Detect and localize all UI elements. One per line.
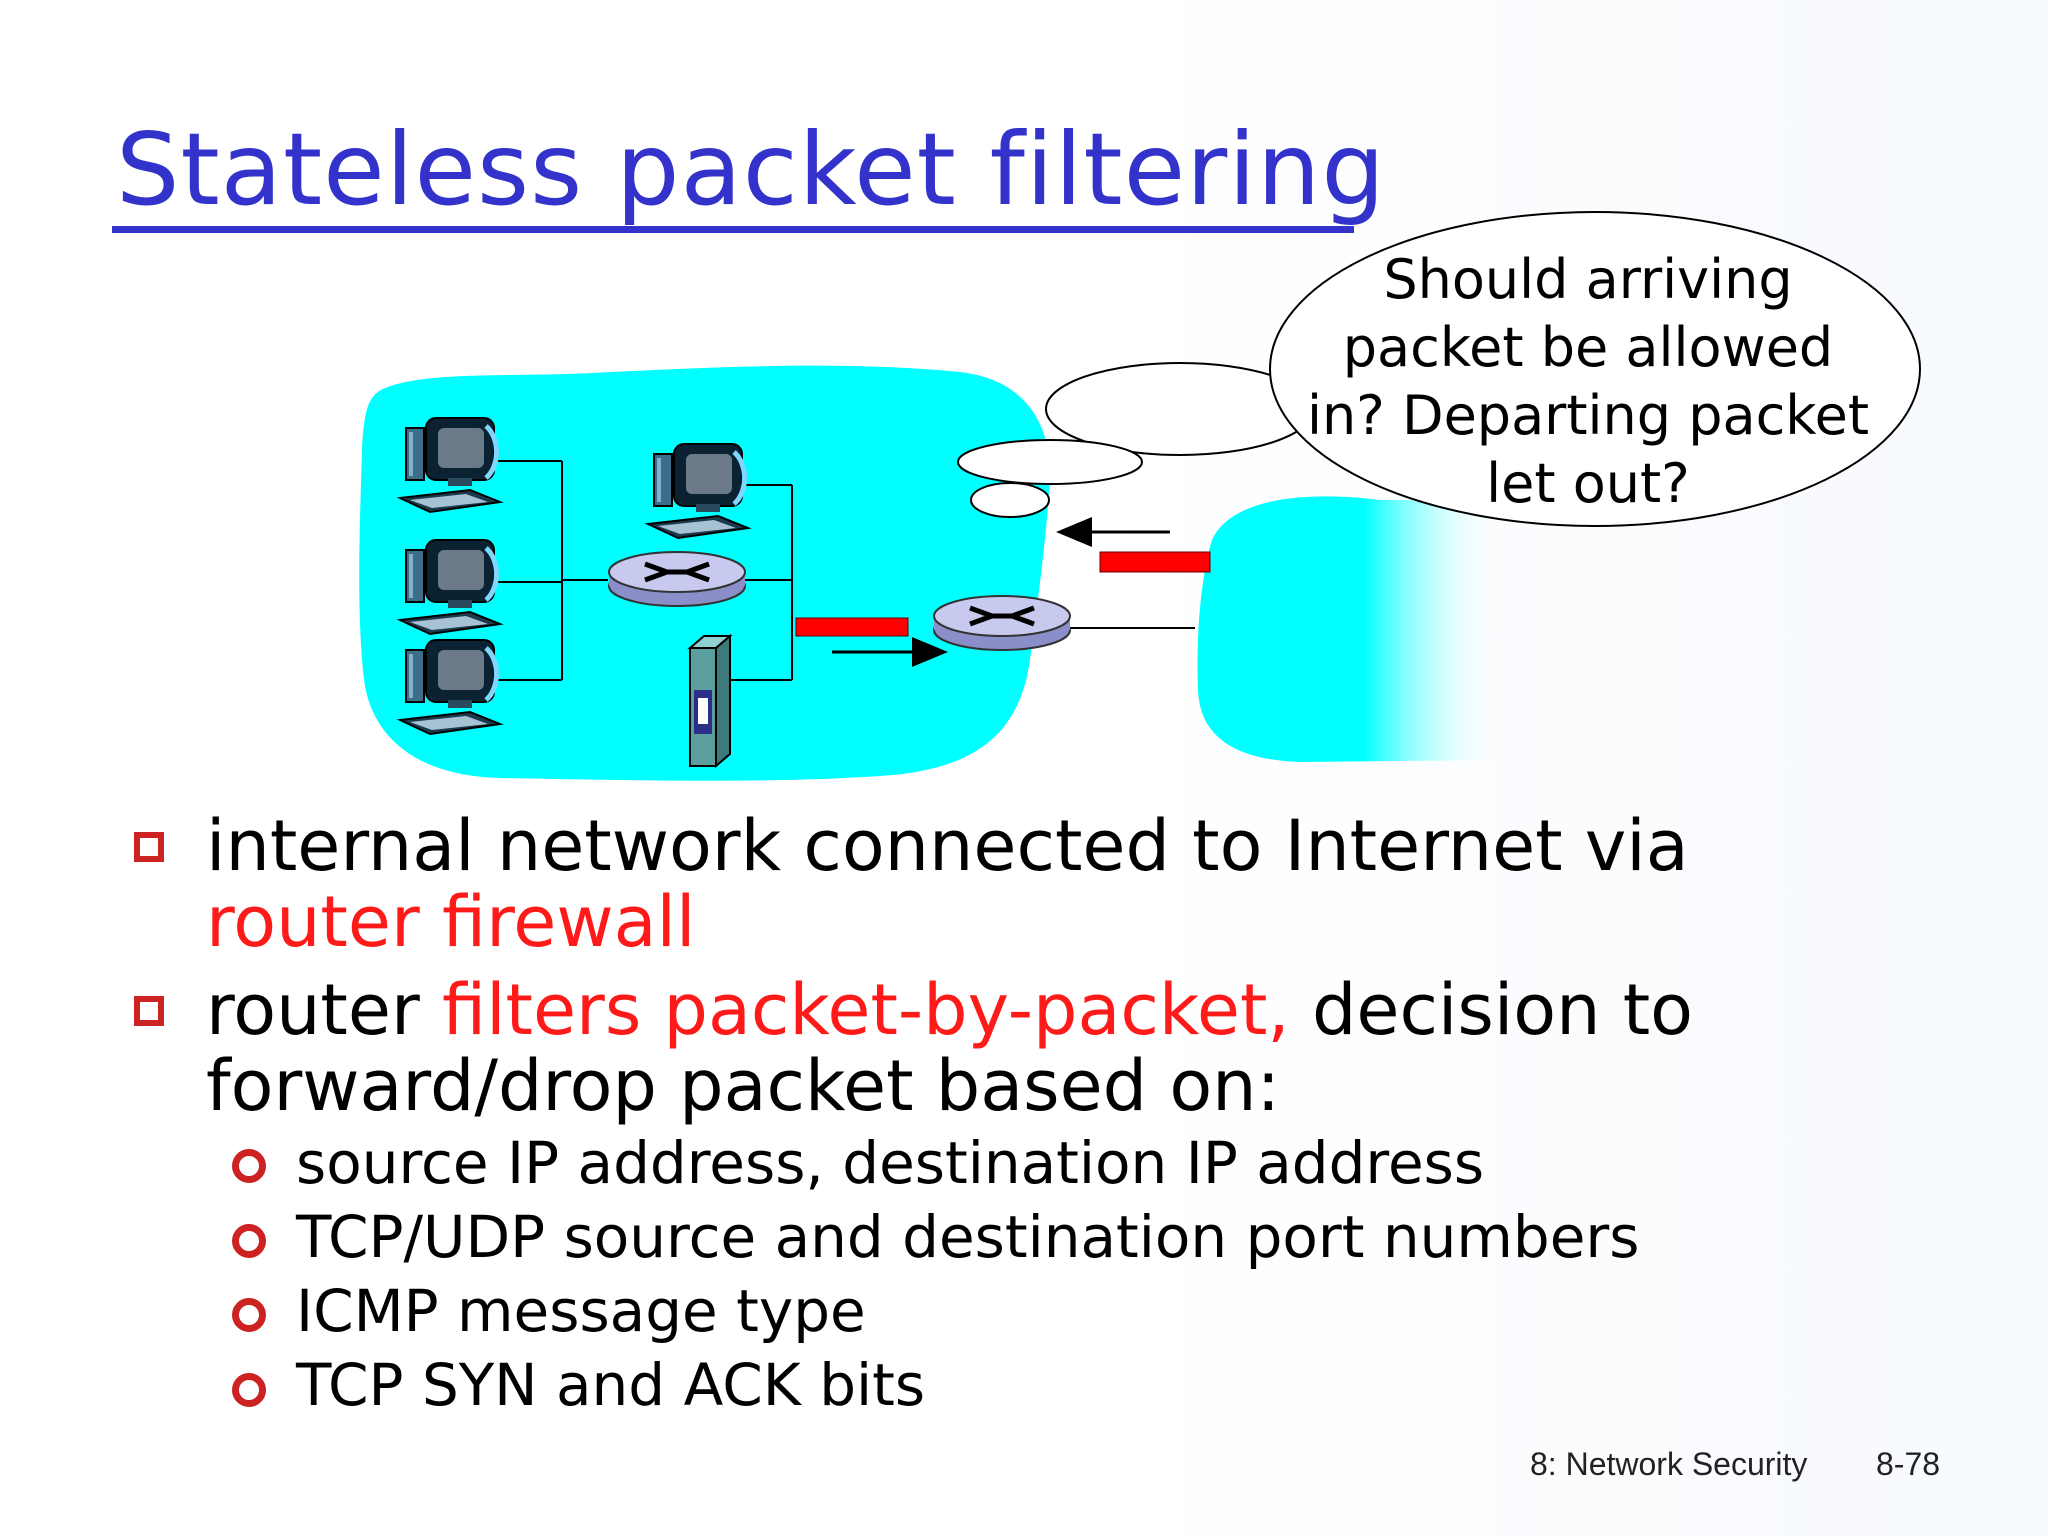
bullet-2-highlight: filters packet-by-packet,: [441, 969, 1290, 1051]
subbullet-1: source IP address, destination IP addres…: [296, 1129, 1485, 1197]
footer-section: 8: Network Security: [1530, 1446, 1808, 1482]
internet-cloud: [1197, 496, 1500, 762]
packet-icon: [795, 617, 909, 637]
bullet-2-text-a: router: [206, 969, 442, 1051]
server-icon: [687, 633, 733, 769]
packet-icon: [1099, 551, 1211, 573]
circle-bullet-icon: [232, 1149, 266, 1183]
network-diagram: [359, 211, 1921, 781]
callout-bubble: [1269, 211, 1921, 527]
bullet-2-text-b: decision to: [1289, 969, 1694, 1051]
subbullet-2: TCP/UDP source and destination port numb…: [296, 1203, 1640, 1271]
bullet-2-line-2: forward/drop packet based on:: [206, 1045, 1281, 1127]
callout-text: Should arriving packet be allowed in? De…: [1306, 248, 1870, 515]
circle-bullet-icon: [232, 1373, 266, 1407]
subbullet-4: TCP SYN and ACK bits: [296, 1351, 926, 1419]
bullet-1-line-1: internal network connected to Internet v…: [206, 805, 1689, 887]
square-bullet-icon: [134, 996, 164, 1026]
bullet-1-line-2: router firewall: [206, 881, 696, 963]
subbullet-3: ICMP message type: [296, 1277, 866, 1345]
bullet-2-line-1: router filters packet-by-packet, decisio…: [206, 972, 1706, 1048]
circle-bullet-icon: [232, 1298, 266, 1332]
square-bullet-icon: [134, 832, 164, 862]
title-underline: [112, 226, 1354, 233]
slide-title: Stateless packet filtering: [116, 111, 1386, 228]
footer-page-number: 8-78: [1876, 1446, 1941, 1482]
circle-bullet-icon: [232, 1224, 266, 1258]
